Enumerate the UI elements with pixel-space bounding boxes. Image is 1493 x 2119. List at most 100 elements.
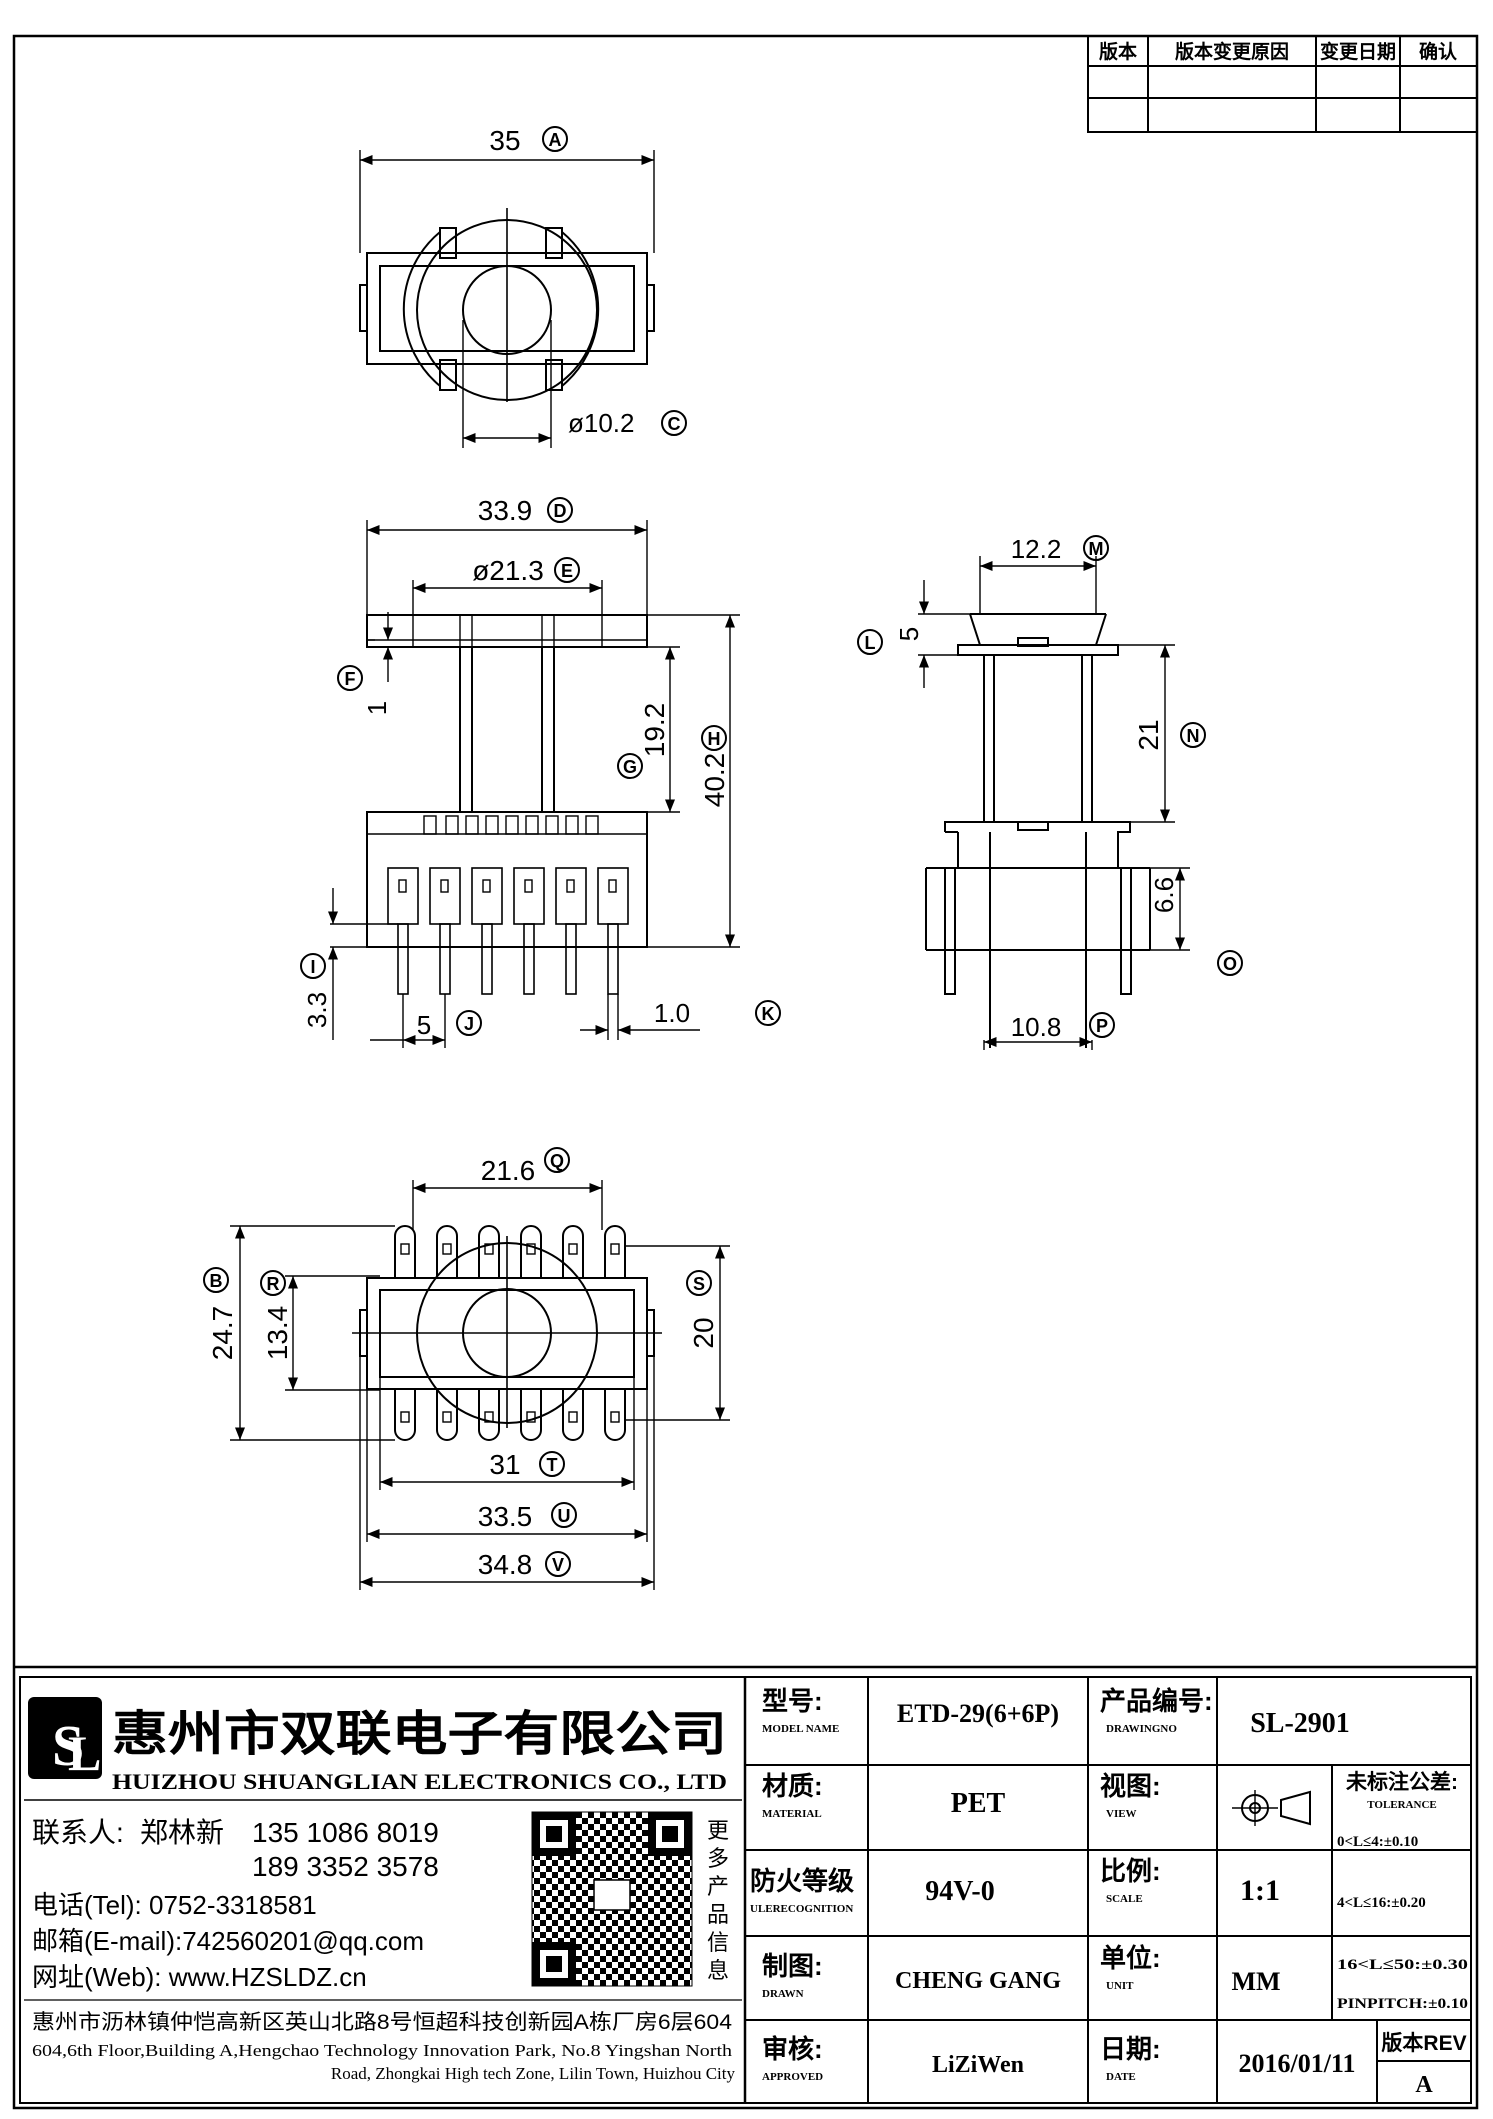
revision-header-confirm: 确认 xyxy=(1419,40,1457,63)
dim-e-lines xyxy=(412,580,603,615)
dim-o-lines xyxy=(1150,867,1190,951)
qr-caption-2: 多 xyxy=(707,1846,729,1871)
dim-h-badge xyxy=(701,725,727,751)
dim-g-badge xyxy=(617,753,643,779)
flame-value: 94V-0 xyxy=(925,1876,994,1907)
model-value: ETD-29(6+6P) xyxy=(897,1699,1059,1728)
dim-q-letter: Q xyxy=(550,1151,564,1171)
revision-header-reason: 版本变更原因 xyxy=(1175,40,1289,63)
dim-s-value: 20 xyxy=(688,1317,719,1348)
dim-g-letter: G xyxy=(623,757,637,777)
scale-label-cn: 比例: xyxy=(1100,1856,1161,1886)
projection-symbol xyxy=(1232,1790,1311,1826)
dim-l-badge xyxy=(857,629,883,655)
tolerance-label-en: TOLERANCE xyxy=(1367,1799,1436,1811)
drawn-label-en: DRAWN xyxy=(762,1988,804,2000)
dim-n-letter: N xyxy=(1187,726,1200,746)
unit-label-cn: 单位: xyxy=(1100,1943,1161,1973)
dim-a-value: 35 xyxy=(489,125,520,156)
drawing-border xyxy=(12,34,1479,2110)
dim-q-value: 21.6 xyxy=(481,1155,536,1186)
dim-k-lines xyxy=(580,994,700,1040)
dim-a-badge xyxy=(542,126,568,152)
company-logo: S L xyxy=(28,1697,102,1781)
dim-c-lines xyxy=(462,320,552,448)
dim-u-value: 33.5 xyxy=(478,1501,533,1532)
dim-n-badge xyxy=(1180,722,1206,748)
dim-o-badge xyxy=(1217,950,1243,976)
company-tel: 电话(Tel): 0752-3318581 xyxy=(32,1890,317,1920)
dim-l-lines xyxy=(918,580,970,688)
dim-r-lines xyxy=(285,1275,380,1391)
material-label-cn: 材质: xyxy=(762,1771,823,1801)
dim-v-value: 34.8 xyxy=(478,1549,533,1580)
dim-g-value: 19.2 xyxy=(639,703,670,758)
view-label-en: VIEW xyxy=(1106,1808,1137,1820)
dim-c-value: ø10.2 xyxy=(568,408,635,438)
dim-i-letter: I xyxy=(310,957,315,977)
dim-t-value: 31 xyxy=(489,1449,520,1480)
dim-a-letter: A xyxy=(549,130,562,150)
dim-d-badge xyxy=(547,497,573,523)
dim-m-lines xyxy=(979,556,1097,614)
title-block-grid xyxy=(745,1677,1471,2103)
bottom-view xyxy=(352,1225,662,1441)
contact-phone-1: 135 1086 8019 xyxy=(252,1817,439,1848)
dim-i-value: 3.3 xyxy=(302,992,332,1028)
rev-label: 版本REV xyxy=(1381,2031,1466,2055)
tolerance-label-cn: 未标注公差: xyxy=(1346,1770,1458,1794)
contact-phone-2: 189 3352 3578 xyxy=(252,1851,439,1882)
flame-label-en: ULERECOGNITION xyxy=(750,1903,853,1915)
dim-r-value: 13.4 xyxy=(262,1306,293,1361)
dim-q-lines xyxy=(412,1180,603,1230)
dim-d-lines xyxy=(366,520,648,615)
address-en-1: 604,6th Floor,Building A,Hengchao Techno… xyxy=(32,2041,733,2060)
front-view xyxy=(366,614,648,995)
dim-o-letter: O xyxy=(1223,954,1237,974)
unit-value: MM xyxy=(1231,1967,1280,1996)
scale-value: 1:1 xyxy=(1240,1874,1280,1907)
drawn-label-cn: 制图: xyxy=(762,1951,823,1981)
revision-header-date: 变更日期 xyxy=(1320,40,1396,63)
dim-g-lines xyxy=(647,646,680,813)
qr-caption-5: 信 xyxy=(707,1930,729,1955)
company-email: 邮箱(E-mail):742560201@qq.com xyxy=(32,1926,424,1956)
dim-f-lines xyxy=(367,612,394,682)
drawingno-label-en: DRAWINGNO xyxy=(1106,1723,1177,1735)
dim-m-letter: M xyxy=(1089,539,1104,559)
drawn-value: CHENG GANG xyxy=(895,1968,1061,1994)
dim-u-letter: U xyxy=(558,1506,571,1526)
tolerance-line-4: PINPITCH:±0.10 xyxy=(1337,1996,1468,2012)
dim-m-value: 12.2 xyxy=(1011,534,1062,564)
svg-text:L: L xyxy=(68,1725,101,1781)
address-en-2: Road, Zhongkai High tech Zone, Lilin Tow… xyxy=(331,2064,736,2083)
flame-label-cn: 防火等级 xyxy=(750,1866,854,1896)
drawingno-label-cn: 产品编号: xyxy=(1100,1686,1213,1716)
dim-k-value: 1.0 xyxy=(654,998,690,1028)
dim-p-letter: P xyxy=(1096,1016,1108,1036)
dim-p-lines xyxy=(983,1036,1093,1050)
dim-l-value: 5 xyxy=(894,627,924,641)
dim-k-badge xyxy=(755,1000,781,1026)
model-label-en: MODEL NAME xyxy=(762,1723,839,1735)
dim-e-badge xyxy=(554,557,580,583)
dim-e-letter: E xyxy=(561,561,573,581)
dim-s-lines xyxy=(625,1245,730,1421)
dim-s-badge xyxy=(686,1270,712,1296)
dim-e-value: ø21.3 xyxy=(472,555,544,586)
approved-label-cn: 审核: xyxy=(762,2034,823,2064)
qr-code xyxy=(531,1811,693,1987)
address-cn: 惠州市沥林镇仲恺高新区英山北路8号恒超科技创新园A栋厂房6层604 xyxy=(32,2011,732,2034)
model-label-cn: 型号: xyxy=(762,1686,823,1716)
svg-text:S: S xyxy=(52,1713,84,1778)
contact-label: 联系人: xyxy=(32,1817,124,1848)
dim-tuv-lines xyxy=(359,1356,655,1590)
dim-r-badge xyxy=(260,1270,286,1296)
dim-n-lines xyxy=(1118,644,1175,823)
approved-label-en: APPROVED xyxy=(762,2071,823,2083)
dim-f-value: 1 xyxy=(362,701,392,715)
company-web: 网址(Web): www.HZSLDZ.cn xyxy=(32,1962,367,1992)
qr-caption-1: 更 xyxy=(707,1818,729,1843)
unit-label-en: UNIT xyxy=(1106,1980,1134,1992)
approved-value: LiZiWen xyxy=(932,2052,1024,2078)
